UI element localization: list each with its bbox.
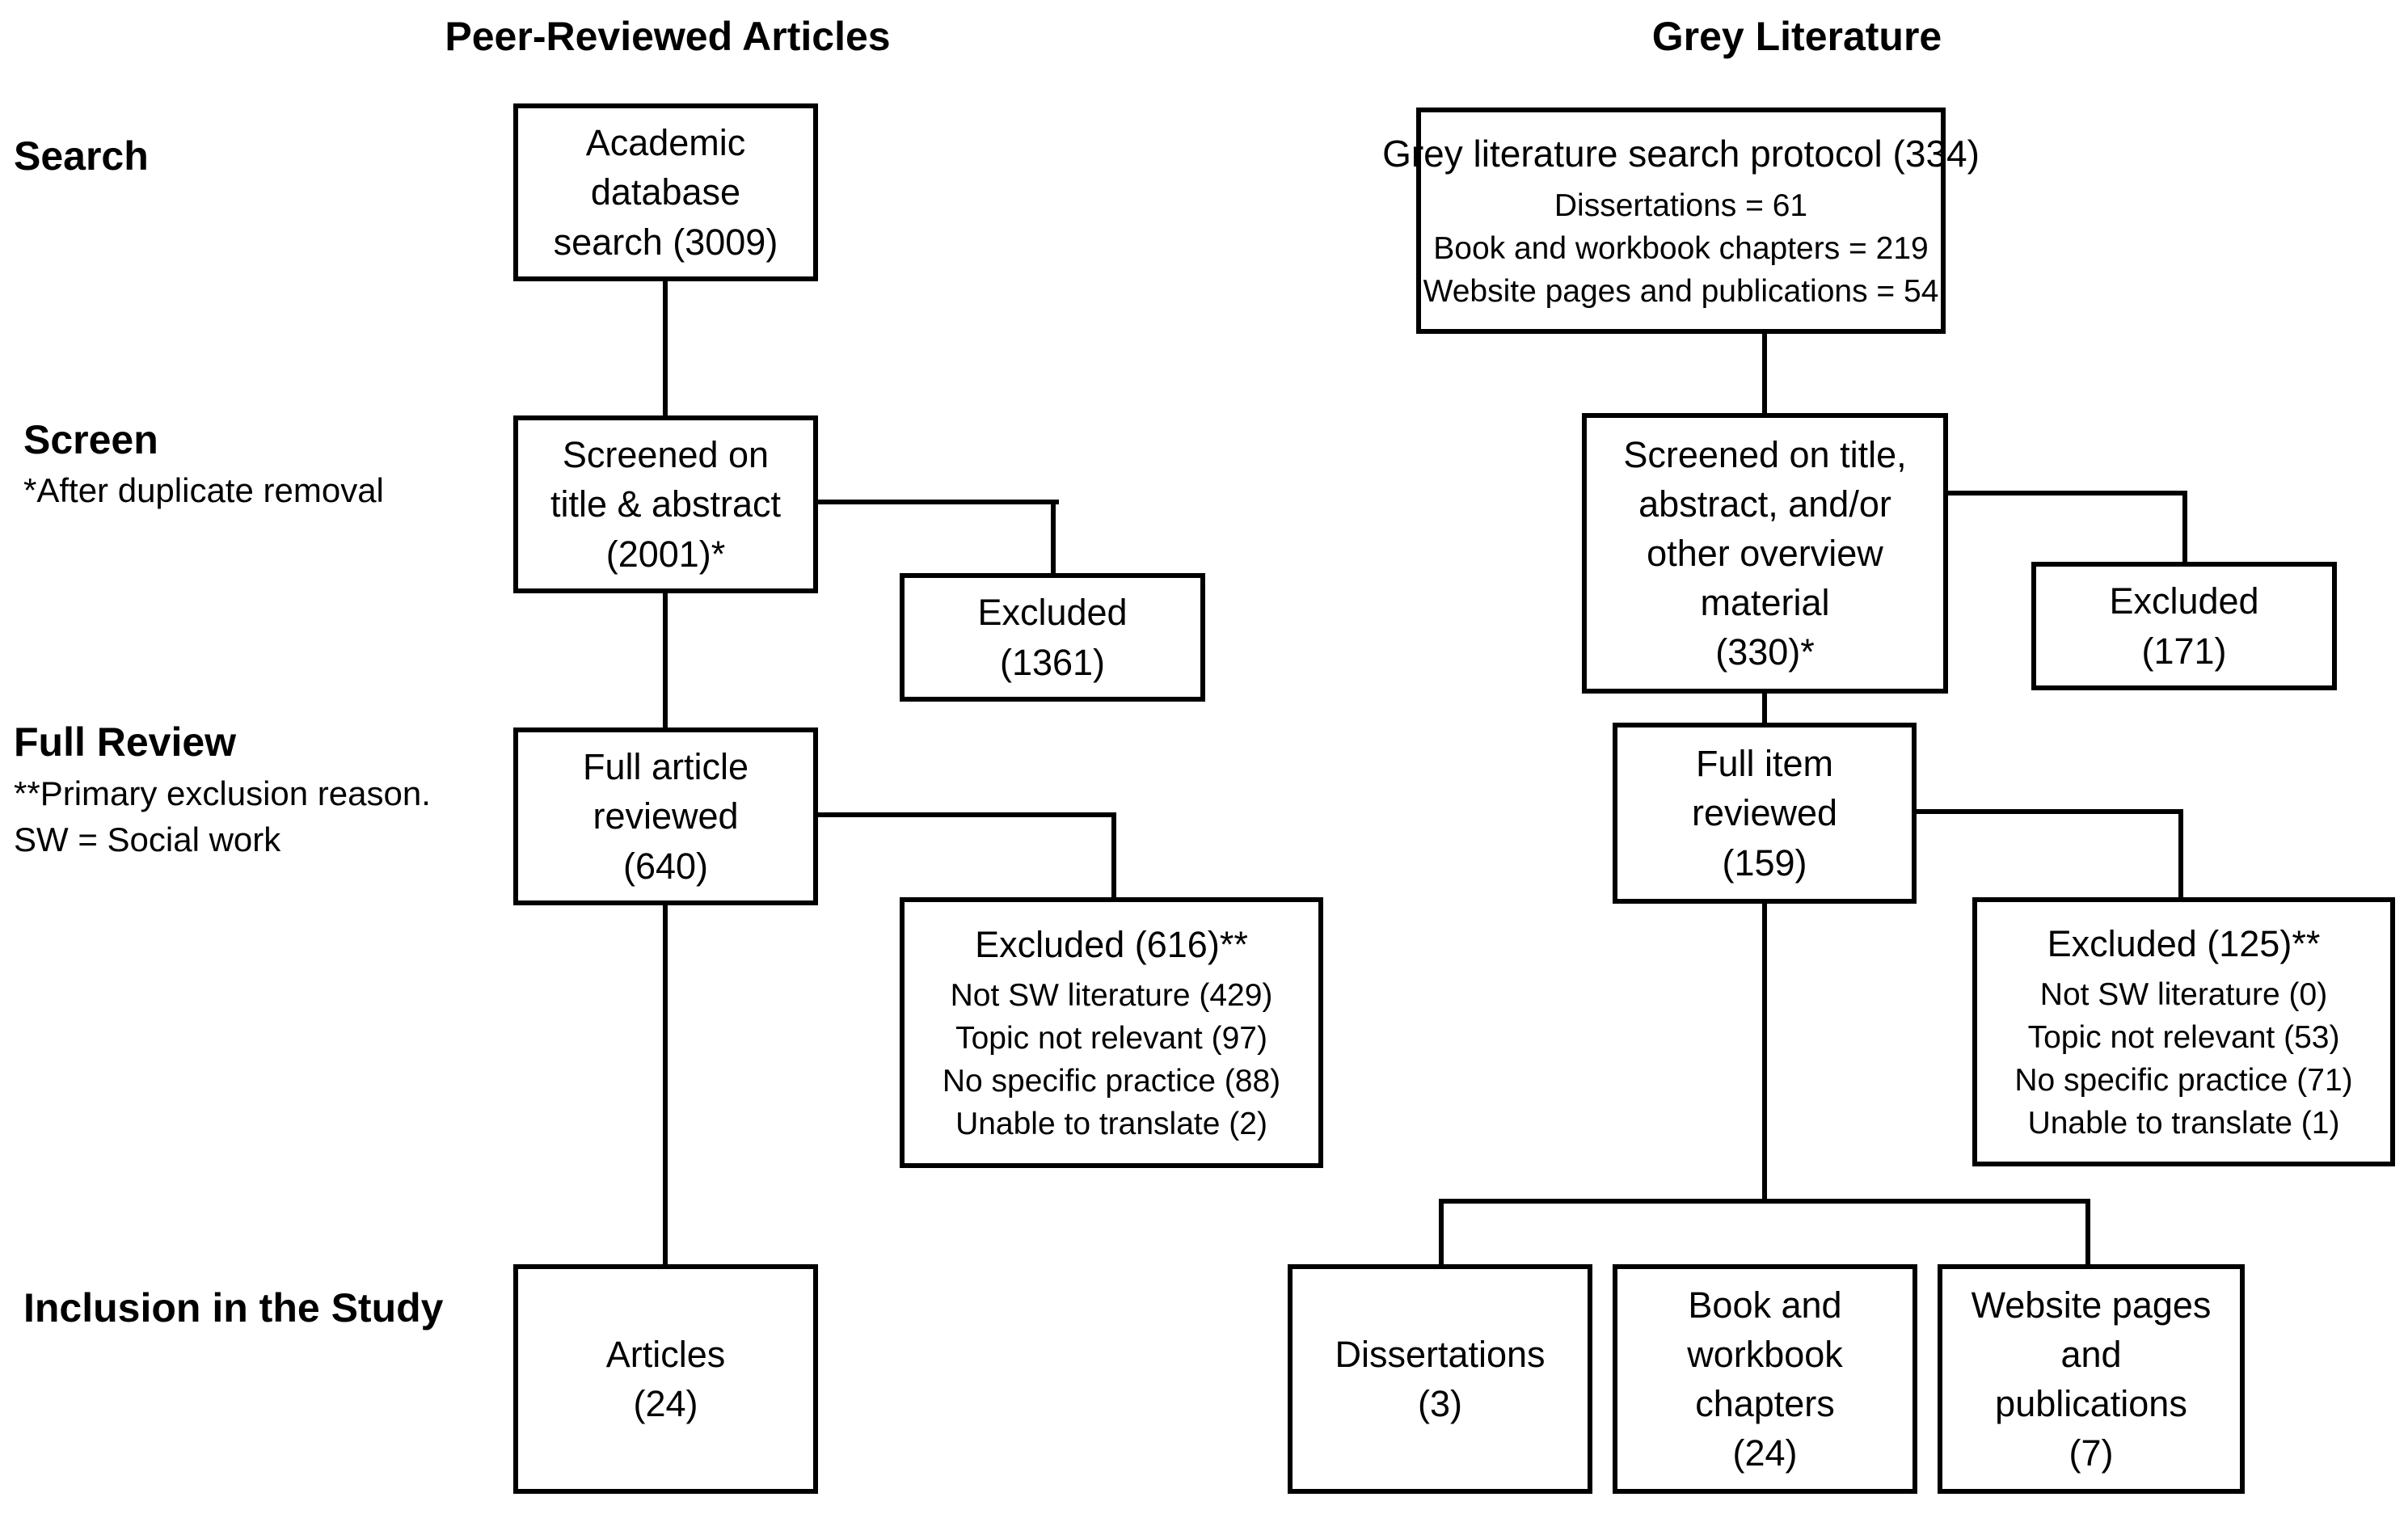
connector-grey-split-bar (1439, 1199, 2090, 1204)
grey-included-dissertations-box: Dissertations (3) (1288, 1264, 1592, 1494)
connector-grey-screen-excluded-v (2182, 491, 2187, 565)
grey-websites-line-1: Website pages (1971, 1284, 2212, 1326)
grey-books-line-1: Book and (1688, 1284, 1842, 1326)
grey-exclusion-reason: Unable to translate (1) (2027, 1106, 2340, 1141)
peer-exclusion-reason: Not SW literature (429) (950, 978, 1273, 1014)
grey-included-books-box: Book and workbook chapters (24) (1613, 1264, 1917, 1494)
grey-screen-excluded-line-2: (171) (2141, 630, 2227, 672)
peer-search-box: Academic database search (3009) (513, 103, 818, 281)
peer-included-line-1: Articles (605, 1333, 726, 1375)
grey-screen-excluded-box: Excluded (171) (2031, 562, 2337, 690)
peer-exclusion-reason: Topic not relevant (97) (955, 1021, 1267, 1056)
peer-screen-excluded-box: Excluded (1361) (900, 573, 1205, 702)
grey-exclusion-reason: Not SW literature (0) (2039, 977, 2328, 1013)
grey-exclusion-reason: Topic not relevant (53) (2027, 1020, 2340, 1056)
peer-screen-excluded-line-1: Excluded (977, 592, 1128, 634)
connector-grey-search-screen (1762, 330, 1767, 417)
grey-websites-line-4: (7) (2069, 1432, 2114, 1474)
grey-screen-line-3: other overview (1647, 532, 1883, 574)
column-heading-peer-reviewed: Peer-Reviewed Articles (445, 14, 891, 59)
stage-note-exclusion-reason: **Primary exclusion reason. (14, 774, 431, 812)
grey-screen-line-2: abstract, and/or (1638, 483, 1891, 525)
stage-label-full-review: Full Review (14, 719, 237, 765)
connector-peer-screen-excluded-v (1051, 500, 1056, 576)
grey-review-excluded-box: Excluded (125)** Not SW literature (0) T… (1972, 897, 2395, 1166)
grey-search-box: Grey literature search protocol (334) Di… (1382, 108, 1980, 334)
peer-review-box: Full article reviewed (640) (513, 727, 818, 905)
peer-review-line-1: Full article (582, 746, 749, 788)
peer-screen-excluded-line-2: (1361) (999, 641, 1106, 683)
peer-screen-box: Screened on title & abstract (2001)* (513, 415, 818, 593)
stage-note-duplicate-removal: *After duplicate removal (23, 471, 384, 509)
connector-peer-review-excluded-h (816, 812, 1116, 817)
connector-grey-screen-excluded-h (1944, 491, 2187, 496)
connector-grey-to-dissertations (1439, 1199, 1444, 1268)
grey-review-line-2: reviewed (1691, 792, 1838, 834)
grey-books-line-2: workbook (1687, 1333, 1843, 1375)
connector-grey-screen-review (1762, 690, 1767, 726)
connector-peer-search-screen (663, 277, 668, 419)
grey-screen-line-1: Screened on title, (1623, 433, 1907, 475)
connector-peer-review-included (663, 903, 668, 1268)
connector-grey-review-split (1762, 900, 1767, 1204)
connector-peer-review-excluded-v (1111, 812, 1116, 901)
grey-search-item: Website pages and publications = 54 (1423, 273, 1939, 309)
grey-screen-line-4: material (1700, 582, 1830, 624)
peer-included-line-2: (24) (633, 1383, 698, 1424)
peer-screen-line-1: Screened on (562, 434, 770, 476)
peer-review-excluded-title: Excluded (616)** (975, 923, 1248, 965)
stage-note-sw-definition: SW = Social work (14, 820, 281, 858)
peer-included-articles-box: Articles (24) (513, 1264, 818, 1494)
grey-search-item: Dissertations = 61 (1554, 188, 1808, 223)
grey-review-line-1: Full item (1695, 743, 1834, 785)
grey-search-title: Grey literature search protocol (334) (1382, 133, 1980, 175)
stage-label-screen: Screen (23, 417, 158, 462)
grey-dissertations-line-2: (3) (1418, 1383, 1462, 1424)
grey-dissertations-line-1: Dissertations (1335, 1333, 1546, 1375)
grey-websites-line-3: publications (1995, 1383, 2187, 1424)
connector-peer-screen-review (663, 590, 668, 732)
stage-label-search: Search (14, 133, 149, 179)
grey-review-excluded-title: Excluded (125)** (2047, 922, 2321, 964)
grey-screen-line-5: (330)* (1715, 631, 1815, 673)
grey-books-line-4: (24) (1732, 1432, 1798, 1474)
grey-screen-excluded-line-1: Excluded (2109, 580, 2259, 622)
grey-screen-box: Screened on title, abstract, and/or othe… (1582, 413, 1948, 694)
grey-review-line-3: (159) (1722, 841, 1807, 884)
connector-grey-review-excluded-h (1914, 809, 2183, 814)
peer-search-line-1: Academic (585, 122, 746, 164)
grey-search-item: Book and workbook chapters = 219 (1433, 230, 1929, 266)
peer-exclusion-reason: No specific practice (88) (942, 1064, 1281, 1099)
grey-review-box: Full item reviewed (159) (1613, 723, 1917, 904)
peer-search-line-3: search (3009) (553, 221, 778, 263)
peer-review-excluded-box: Excluded (616)** Not SW literature (429)… (900, 897, 1323, 1168)
peer-screen-line-2: title & abstract (550, 483, 782, 525)
grey-websites-line-2: and (2060, 1333, 2122, 1375)
column-heading-grey-literature: Grey Literature (1651, 14, 1942, 59)
grey-exclusion-reason: No specific practice (71) (2014, 1063, 2353, 1099)
peer-screen-line-3: (2001)* (605, 533, 726, 575)
peer-exclusion-reason: Unable to translate (2) (955, 1107, 1267, 1142)
grey-included-websites-box: Website pages and publications (7) (1938, 1264, 2245, 1494)
peer-search-line-2: database (590, 171, 741, 213)
connector-grey-to-websites (2085, 1199, 2090, 1268)
stage-label-inclusion: Inclusion in the Study (23, 1285, 444, 1331)
connector-peer-screen-excluded-h (816, 500, 1059, 504)
grey-books-line-3: chapters (1695, 1383, 1835, 1424)
peer-review-line-3: (640) (622, 845, 709, 887)
peer-review-line-2: reviewed (593, 795, 739, 837)
connector-grey-review-excluded-v (2178, 809, 2183, 900)
